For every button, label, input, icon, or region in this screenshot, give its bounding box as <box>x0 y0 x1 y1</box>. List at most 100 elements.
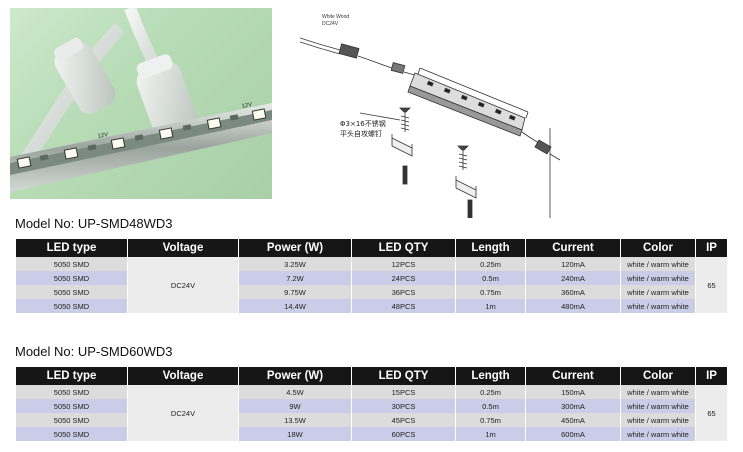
table-row: 5050 SMD DC24V 4.5W 15PCS 0.25m 150mA wh… <box>16 385 727 441</box>
screw-note-1: Φ3×16不锈钢 <box>340 119 386 128</box>
installation-diagram: White Wood DC24V Φ3×16不锈钢 平头自攻螺钉 <box>299 8 561 219</box>
cell-ip: 65 <box>696 385 727 441</box>
cell-power: 3.25W <box>239 257 351 271</box>
cell-current: 120mA <box>526 257 620 271</box>
cell-led-qty: 48PCS <box>352 299 455 313</box>
header-ip: IP <box>696 239 727 257</box>
header-power: Power (W) <box>239 367 351 385</box>
header-color: Color <box>621 367 695 385</box>
screw-right <box>457 145 469 170</box>
header-led-type: LED type <box>16 239 127 257</box>
cell-length: 0.5m <box>456 271 525 285</box>
model-heading-1: Model No: UP-SMD48WD3 <box>15 216 173 231</box>
header-led-type: LED type <box>16 367 127 385</box>
cell-led-qty: 24PCS <box>352 271 455 285</box>
led-bar: 12V 12V <box>10 102 272 192</box>
screw-left <box>399 107 411 132</box>
header-ip: IP <box>696 367 727 385</box>
mounting-clip-right <box>455 176 477 199</box>
cell-ip: 65 <box>696 257 727 313</box>
cell-led-type: 5050 SMD <box>16 385 127 399</box>
table-header-row: LED type Voltage Power (W) LED QTY Lengt… <box>16 367 727 385</box>
cell-power: 13.5W <box>239 413 351 427</box>
table-row: 5050 SMD 9W 30PCS 0.5m 300mA white / war… <box>16 399 727 413</box>
model-heading-2: Model No: UP-SMD60WD3 <box>15 344 173 359</box>
cell-length: 0.75m <box>456 413 525 427</box>
cell-current: 300mA <box>526 399 620 413</box>
cell-led-type: 5050 SMD <box>16 285 127 299</box>
cell-color: white / warm white <box>621 427 695 441</box>
cell-color: white / warm white <box>621 399 695 413</box>
screw-note-2: 平头自攻螺钉 <box>340 129 382 138</box>
model-prefix-1: Model No: <box>15 216 75 231</box>
model-number-2: UP-SMD60WD3 <box>77 344 173 359</box>
cell-led-type: 5050 SMD <box>16 257 127 271</box>
photo-12v-label-b: 12V <box>241 102 253 110</box>
model-prefix-2: Model No: <box>15 344 75 359</box>
installation-drawing: White Wood DC24V Φ3×16不锈钢 平头自攻螺钉 <box>299 14 561 219</box>
wall-plug-right <box>467 199 473 219</box>
cell-power: 14.4W <box>239 299 351 313</box>
header-led-qty: LED QTY <box>352 367 455 385</box>
spec-table-1: LED type Voltage Power (W) LED QTY Lengt… <box>15 239 728 313</box>
cell-power: 4.5W <box>239 385 351 399</box>
photo-12v-label-a: 12V <box>97 132 109 140</box>
cell-led-type: 5050 SMD <box>16 399 127 413</box>
cell-current: 600mA <box>526 427 620 441</box>
cell-length: 0.25m <box>456 257 525 271</box>
cell-length: 0.25m <box>456 385 525 399</box>
header-color: Color <box>621 239 695 257</box>
product-photo: 12V 12V <box>10 8 272 199</box>
cell-led-qty: 60PCS <box>352 427 455 441</box>
cell-voltage: DC24V <box>128 257 238 313</box>
cell-current: 240mA <box>526 271 620 285</box>
table-row: 5050 SMD 9.75W 36PCS 0.75m 360mA white /… <box>16 285 727 299</box>
header-led-qty: LED QTY <box>352 239 455 257</box>
cell-color: white / warm white <box>621 385 695 399</box>
table-row: 5050 SMD 18W 60PCS 1m 600mA white / warm… <box>16 427 727 441</box>
cell-color: white / warm white <box>621 271 695 285</box>
cell-led-qty: 36PCS <box>352 285 455 299</box>
connector-left <box>53 37 116 114</box>
cell-power: 9.75W <box>239 285 351 299</box>
wire-label-1: White Wood <box>322 14 349 20</box>
header-length: Length <box>456 367 525 385</box>
cell-power: 7.2W <box>239 271 351 285</box>
model-number-1: UP-SMD48WD3 <box>77 216 173 231</box>
table-row: 5050 SMD DC24V 3.25W 12PCS 0.25m 120mA w… <box>16 257 727 313</box>
table-row: 5050 SMD 14.4W 48PCS 1m 480mA white / wa… <box>16 299 727 313</box>
cell-led-qty: 12PCS <box>352 257 455 271</box>
cell-led-qty: 15PCS <box>352 385 455 399</box>
cell-length: 1m <box>456 427 525 441</box>
header-voltage: Voltage <box>128 367 238 385</box>
header-current: Current <box>526 239 620 257</box>
header-power: Power (W) <box>239 239 351 257</box>
cell-led-type: 5050 SMD <box>16 271 127 285</box>
mounting-clip-left <box>391 134 413 157</box>
cell-led-type: 5050 SMD <box>16 427 127 441</box>
cell-color: white / warm white <box>621 299 695 313</box>
table-row: 5050 SMD 13.5W 45PCS 0.75m 450mA white /… <box>16 413 727 427</box>
cell-color: white / warm white <box>621 285 695 299</box>
table-header-row: LED type Voltage Power (W) LED QTY Lengt… <box>16 239 727 257</box>
header-length: Length <box>456 239 525 257</box>
cell-color: white / warm white <box>621 257 695 271</box>
cell-led-qty: 30PCS <box>352 399 455 413</box>
header-current: Current <box>526 367 620 385</box>
table-row: 5050 SMD 7.2W 24PCS 0.5m 240mA white / w… <box>16 271 727 285</box>
cell-current: 480mA <box>526 299 620 313</box>
cell-current: 360mA <box>526 285 620 299</box>
wall-plug-left <box>402 165 408 185</box>
cell-length: 1m <box>456 299 525 313</box>
cell-length: 0.5m <box>456 399 525 413</box>
cell-length: 0.75m <box>456 285 525 299</box>
cell-led-qty: 45PCS <box>352 413 455 427</box>
spec-table-2: LED type Voltage Power (W) LED QTY Lengt… <box>15 367 728 441</box>
cell-power: 9W <box>239 399 351 413</box>
cell-led-type: 5050 SMD <box>16 413 127 427</box>
wire-label-2: DC24V <box>322 21 339 27</box>
cell-voltage: DC24V <box>128 385 238 441</box>
cell-current: 450mA <box>526 413 620 427</box>
led-strip-photo: 12V 12V <box>10 8 272 192</box>
header-voltage: Voltage <box>128 239 238 257</box>
